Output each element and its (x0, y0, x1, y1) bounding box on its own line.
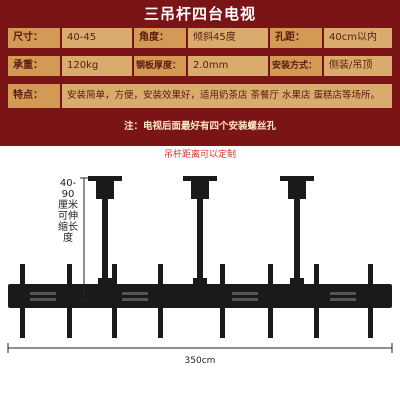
install-value: 侧装/吊顶 (324, 56, 392, 76)
hole-value: 40cm以内 (324, 28, 392, 48)
feature-value: 安装简单，方便，安装效果好，适用奶茶店 茶餐厅 水果店 蛋糕店等场所。 (62, 84, 392, 108)
height-dimension (80, 177, 88, 301)
ceiling-pole-left (88, 176, 122, 286)
angle-value: 倾斜45度 (188, 28, 268, 48)
bracket-diagram (7, 176, 393, 353)
custom-distance-note: 吊杆距离可以定制 (163, 150, 236, 160)
beam-slots (30, 292, 356, 301)
hole-label: 孔距： (270, 28, 322, 48)
main-beam (8, 284, 392, 308)
page-title: 三吊杆四台电视 (143, 5, 256, 23)
size-value: 40-45 (62, 28, 132, 48)
plate-value: 2.0mm (188, 56, 268, 76)
feature-label: 特点： (8, 84, 60, 108)
install-note: 注：电视后面最好有四个安装螺丝孔 (123, 121, 276, 132)
size-label: 尺寸： (8, 28, 60, 48)
height-dimension-label: 40-90厘米可伸缩长度 (58, 178, 78, 244)
ceiling-pole-middle (183, 176, 217, 286)
ceiling-pole-right (280, 176, 314, 286)
install-label: 安装方式： (270, 56, 322, 76)
plate-label: 钢板厚度： (134, 56, 186, 76)
width-dimension-label: 350cm (184, 356, 216, 366)
angle-label: 角度： (134, 28, 186, 48)
load-value: 120kg (62, 56, 132, 76)
width-dimension (7, 343, 393, 353)
spec-header: 三吊杆四台电视 尺寸： 40-45 角度： 倾斜45度 孔距： 40cm以内 承… (0, 0, 400, 146)
load-label: 承重： (8, 56, 60, 76)
